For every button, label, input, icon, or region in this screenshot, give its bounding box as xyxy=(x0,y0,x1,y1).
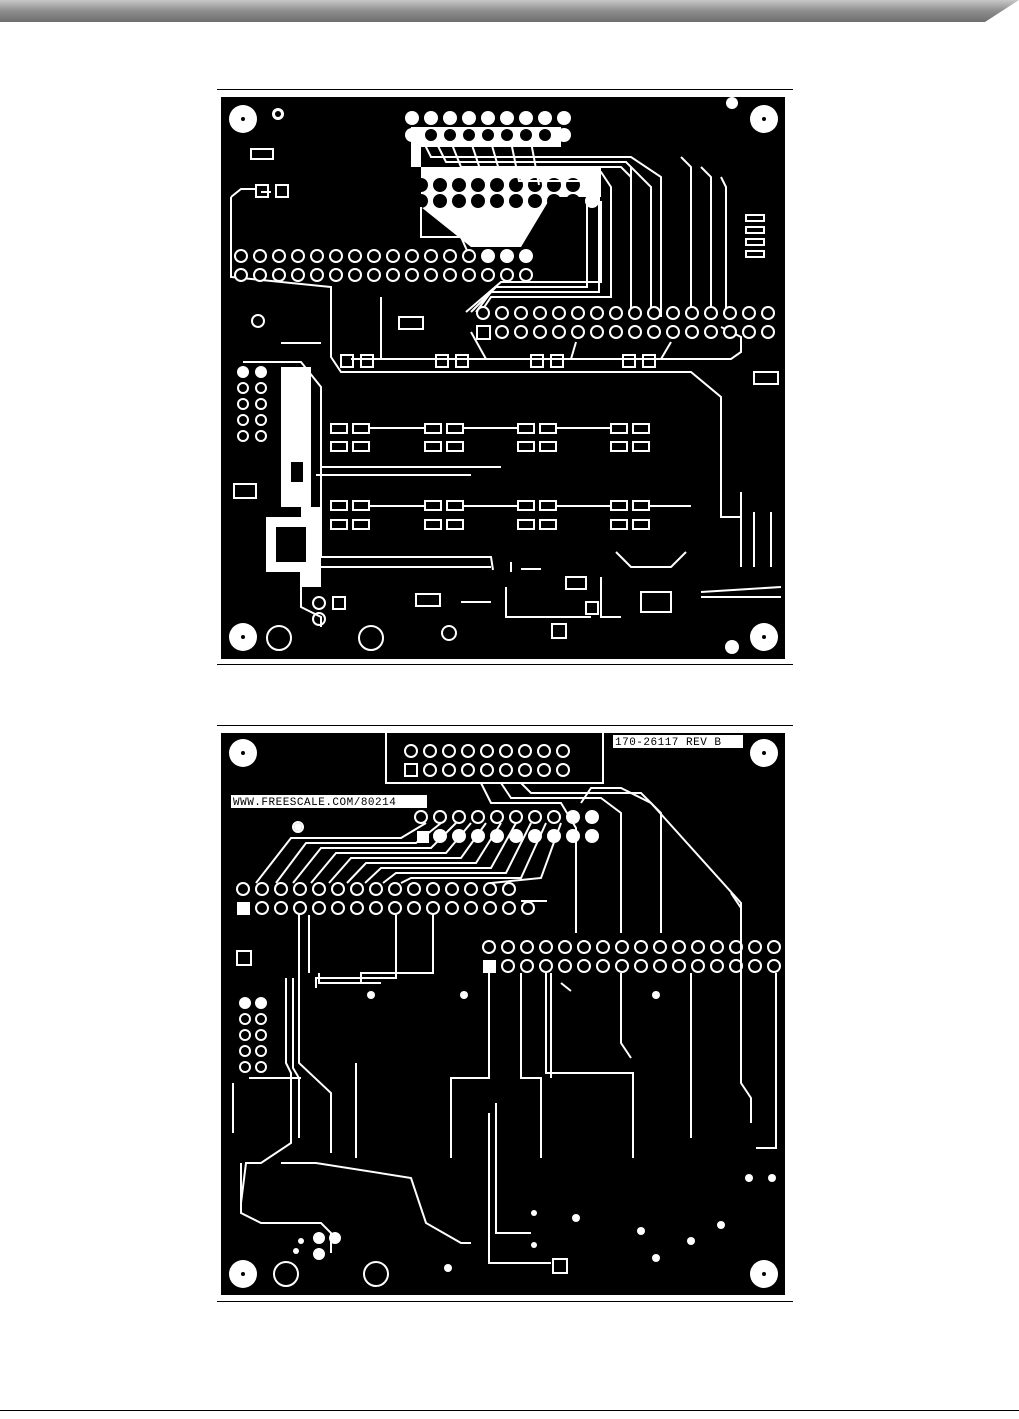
rev-label: 170-26117 REV B xyxy=(615,737,722,749)
bottom-board-artwork: 170-26117 REV B WWW.FREESCALE.COM/80214 xyxy=(221,733,785,1295)
top-board-artwork xyxy=(221,97,785,659)
bottom-figure-rule-lower xyxy=(217,1301,793,1302)
header-bar-graphic xyxy=(0,0,1019,24)
footer-rule xyxy=(0,1410,1019,1411)
bottom-figure-rule-upper xyxy=(217,725,793,726)
bottom-board: 170-26117 REV B WWW.FREESCALE.COM/80214 xyxy=(221,733,785,1295)
top-board xyxy=(221,97,785,659)
top-figure-rule-upper xyxy=(217,89,793,90)
url-label: WWW.FREESCALE.COM/80214 xyxy=(233,797,396,809)
header-bar xyxy=(0,0,1019,24)
top-figure-rule-lower xyxy=(217,664,793,665)
